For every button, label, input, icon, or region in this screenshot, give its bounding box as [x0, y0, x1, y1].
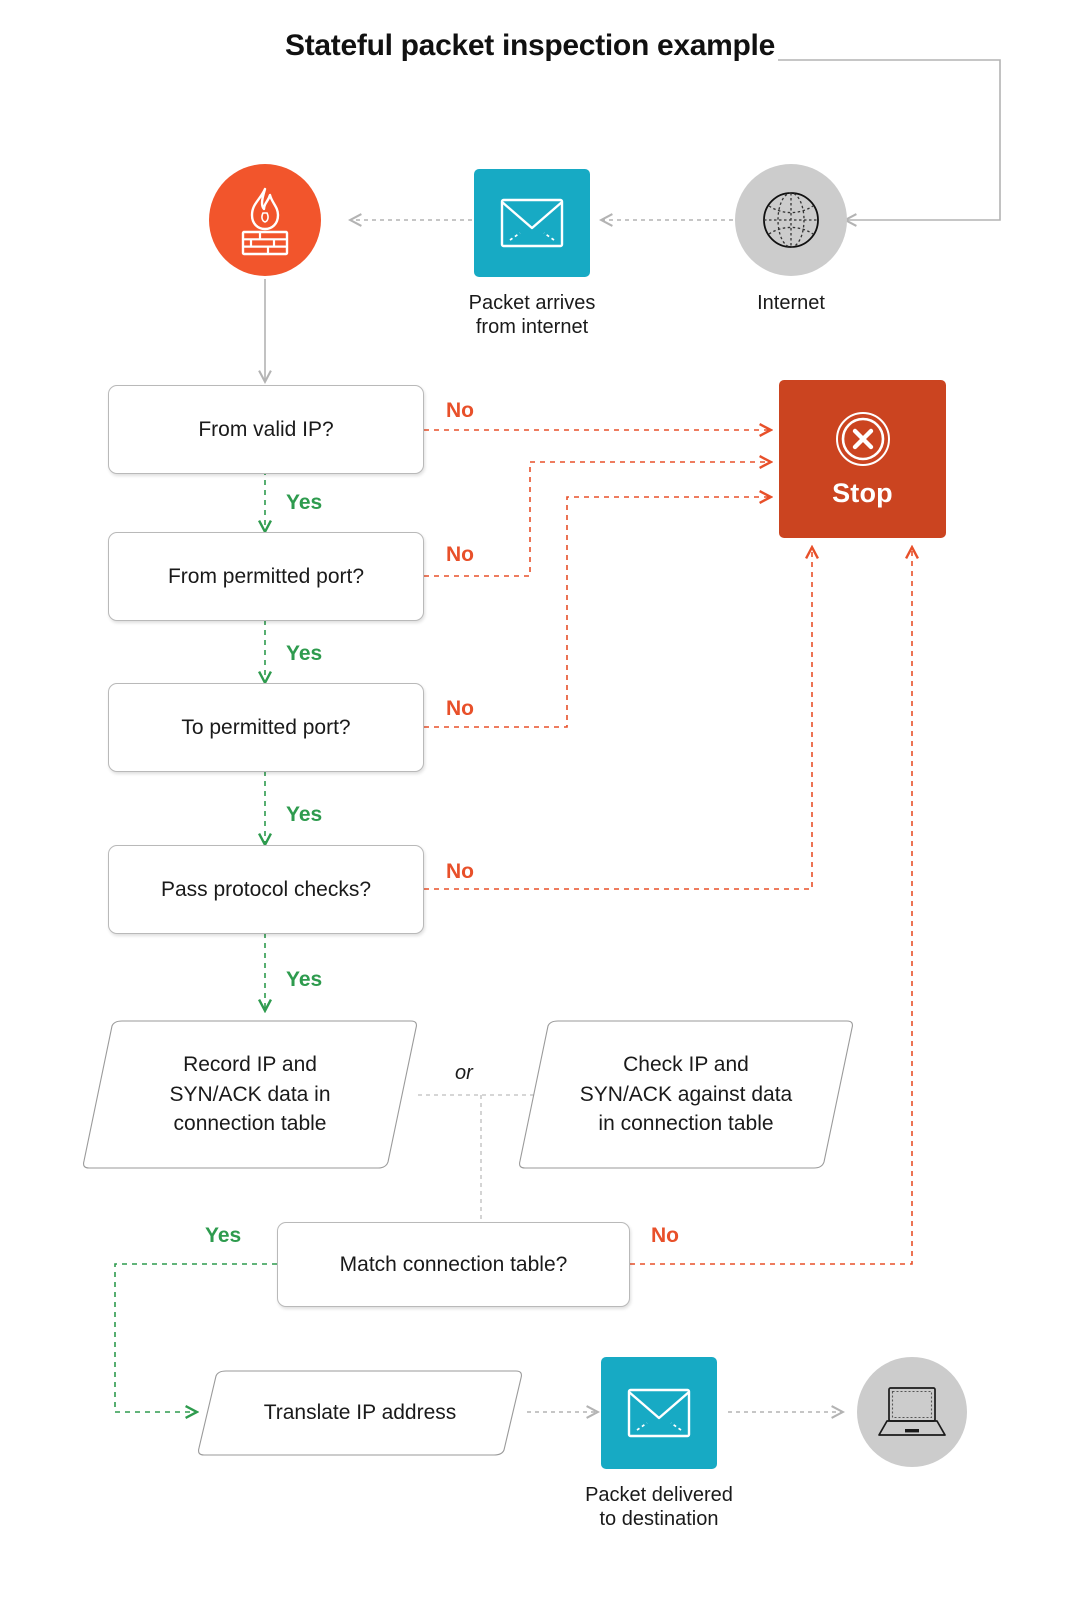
process-record-ip-line3: connection table — [173, 1112, 327, 1136]
process-translate-ip[interactable]: Translate IP address — [195, 1367, 525, 1459]
process-check-ip[interactable]: Check IP and SYN/ACK against data in con… — [516, 1017, 856, 1172]
internet-caption: Internet — [757, 292, 825, 314]
stop-label: Stop — [832, 477, 893, 508]
decision-valid-ip-label: From valid IP? — [198, 417, 334, 441]
edge-label-no-protocol-checks: No — [446, 860, 474, 883]
decision-protocol-checks[interactable]: Pass protocol checks? — [108, 845, 424, 934]
packet-arrives-caption-line2: from internet — [475, 315, 589, 338]
edge-label-yes-to-permitted-port: Yes — [286, 803, 323, 826]
decision-to-permitted-port-label: To permitted port? — [181, 715, 351, 739]
edge-label-yes-from-permitted-port: Yes — [286, 642, 323, 665]
decision-to-permitted-port[interactable]: To permitted port? — [108, 683, 424, 772]
packet-arrives-node[interactable] — [474, 169, 590, 277]
edge-label-no-to-permitted-port: No — [446, 697, 474, 720]
packet-delivered-caption: Packet delivered to destination — [538, 1484, 780, 1531]
edge-label-yes-valid-ip: Yes — [286, 491, 323, 514]
decision-from-permitted-port-label: From permitted port? — [167, 564, 365, 588]
edge-no-to-permitted-port — [424, 497, 770, 728]
parallelogram-shape — [519, 1020, 853, 1169]
edge-label-no-from-permitted-port: No — [446, 543, 474, 566]
firewall-icon — [241, 187, 289, 256]
process-check-ip-label: Check IP and SYN/ACK against data in con… — [516, 1017, 856, 1172]
parallelogram-shape — [83, 1020, 417, 1169]
process-record-ip-line1: Record IP and — [183, 1052, 317, 1076]
decision-match-connection-table[interactable]: Match connection table? — [277, 1222, 630, 1307]
edge-no-from-permitted-port — [424, 462, 770, 577]
firewall-node[interactable] — [209, 164, 321, 276]
process-check-ip-line3: in connection table — [598, 1112, 774, 1136]
envelope-icon — [627, 1388, 691, 1438]
packet-delivered-caption-line1: Packet delivered — [585, 1484, 733, 1506]
edge-label-no-valid-ip: No — [446, 399, 474, 422]
decision-match-connection-table-label: Match connection table? — [339, 1252, 568, 1276]
edge-label-yes-protocol-checks: Yes — [286, 968, 323, 991]
decision-protocol-checks-label: Pass protocol checks? — [160, 877, 372, 901]
circle-x-icon — [835, 411, 890, 466]
decision-valid-ip[interactable]: From valid IP? — [108, 385, 424, 474]
packet-delivered-caption-line2: to destination — [599, 1507, 719, 1530]
stop-node[interactable]: Stop — [779, 380, 946, 538]
process-record-ip-line2: SYN/ACK data in — [169, 1082, 331, 1106]
laptop-icon — [878, 1387, 946, 1436]
packet-arrives-caption-line1: Packet arrives — [468, 292, 596, 314]
page-title: Stateful packet inspection example — [285, 29, 775, 62]
globe-icon — [763, 192, 819, 248]
process-record-ip[interactable]: Record IP and SYN/ACK data in connection… — [80, 1017, 420, 1172]
edge-label-or: or — [455, 1062, 473, 1084]
process-translate-ip-label: Translate IP address — [195, 1367, 525, 1459]
packet-arrives-caption: Packet arrives from internet — [412, 292, 652, 339]
decision-from-permitted-port[interactable]: From permitted port? — [108, 532, 424, 621]
process-record-ip-label: Record IP and SYN/ACK data in connection… — [80, 1017, 420, 1172]
destination-node[interactable] — [857, 1357, 967, 1467]
process-check-ip-line2: SYN/ACK against data — [579, 1082, 793, 1106]
edge-label-yes-match-connection-table: Yes — [205, 1224, 242, 1247]
process-translate-ip-line1: Translate IP address — [263, 1401, 457, 1425]
process-check-ip-line1: Check IP and — [623, 1052, 749, 1076]
packet-delivered-node[interactable] — [601, 1357, 717, 1469]
internet-node[interactable] — [735, 164, 847, 276]
parallelogram-shape — [198, 1370, 522, 1456]
edge-label-no-match-connection-table: No — [651, 1224, 679, 1247]
edge-no-protocol-checks — [424, 548, 812, 890]
envelope-icon — [500, 198, 564, 248]
